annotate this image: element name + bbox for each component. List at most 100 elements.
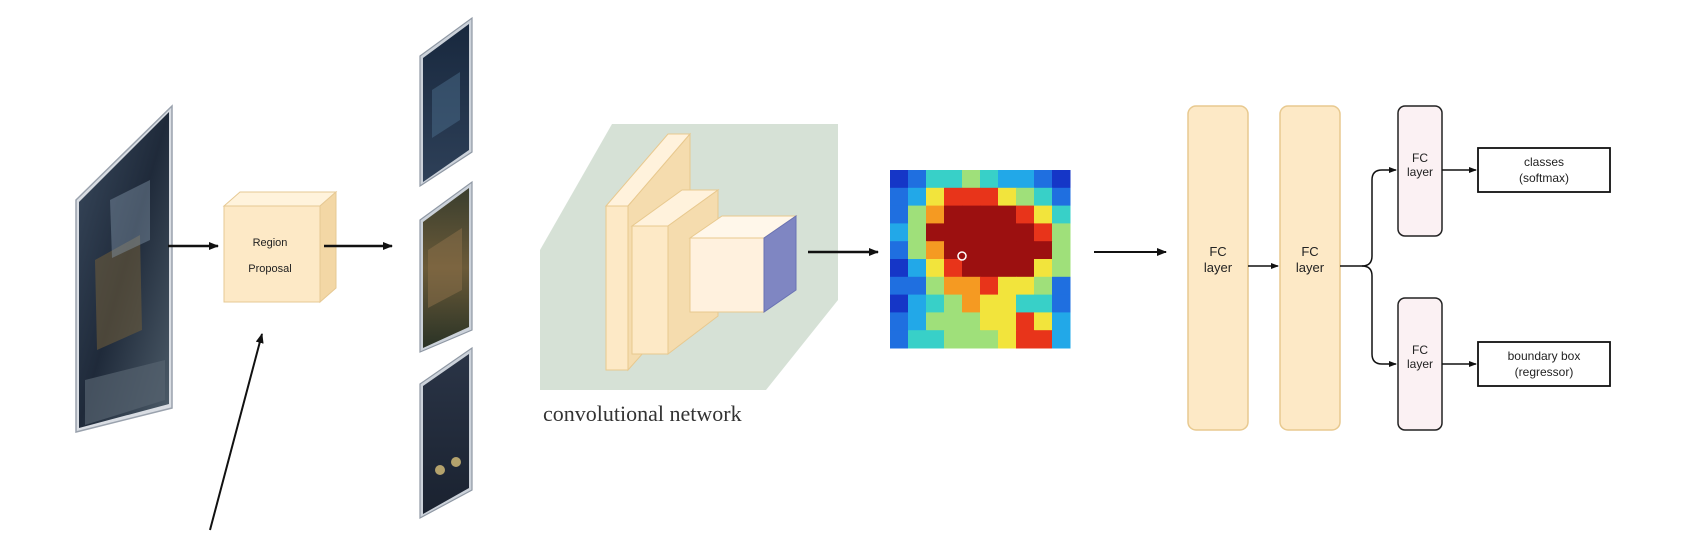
region-crop-3 bbox=[419, 346, 473, 520]
heatmap-cell bbox=[908, 276, 927, 296]
fc-layer-2-line1: FC bbox=[1301, 244, 1318, 259]
fc-layer-1-line2: layer bbox=[1204, 260, 1233, 275]
heatmap-cell bbox=[908, 205, 927, 224]
fc-layer-2-line2: layer bbox=[1296, 260, 1325, 275]
heatmap-cell bbox=[980, 312, 999, 331]
heatmap-cell bbox=[926, 294, 945, 313]
heatmap-cell bbox=[926, 312, 945, 331]
heatmap-cell bbox=[998, 241, 1017, 260]
classes-label-line1: classes bbox=[1524, 155, 1564, 169]
heatmap-cell bbox=[1052, 259, 1071, 278]
classes-output-box: classes (softmax) bbox=[1477, 147, 1611, 193]
heatmap-cell bbox=[1016, 276, 1035, 296]
heatmap-cell bbox=[1034, 241, 1053, 260]
bbox-label-line2: (regressor) bbox=[1515, 365, 1574, 379]
heatmap-cell bbox=[1052, 312, 1071, 331]
heatmap-cell bbox=[944, 187, 963, 207]
heatmap-cell bbox=[908, 187, 927, 207]
region-crop-1 bbox=[419, 16, 473, 188]
heatmap-cell bbox=[1052, 223, 1071, 242]
heatmap-cell bbox=[1034, 330, 1053, 349]
heatmap-cell bbox=[926, 259, 945, 278]
heatmap-cell bbox=[1052, 330, 1071, 349]
heatmap-cell bbox=[944, 276, 963, 296]
fc-layer-2: FC layer bbox=[1279, 105, 1341, 431]
heatmap-cell bbox=[980, 187, 999, 207]
heatmap-cell bbox=[1034, 187, 1053, 207]
fc-layer-top: FC layer bbox=[1397, 105, 1443, 237]
heatmap-cell bbox=[962, 312, 981, 331]
heatmap-cell bbox=[980, 223, 999, 242]
heatmap-cell bbox=[890, 259, 909, 278]
heatmap-cell bbox=[1016, 170, 1035, 189]
heatmap-cell bbox=[1016, 241, 1035, 260]
heatmap-cell bbox=[962, 205, 981, 224]
heatmap-cell bbox=[1016, 330, 1035, 349]
region-crop-2 bbox=[419, 180, 473, 353]
heatmap-cell bbox=[1016, 259, 1035, 278]
heatmap-cell bbox=[890, 312, 909, 331]
heatmap-cell bbox=[1052, 187, 1071, 207]
heatmap-cell bbox=[1052, 294, 1071, 313]
feature-map-heatmap bbox=[890, 170, 1071, 349]
heatmap-cell bbox=[998, 312, 1017, 331]
heatmap-cell bbox=[926, 241, 945, 260]
heatmap-cell bbox=[908, 170, 927, 189]
heatmap-cell bbox=[926, 187, 945, 207]
heatmap-cell bbox=[998, 259, 1017, 278]
conv-network: convolutional network bbox=[540, 124, 838, 426]
heatmap-cell bbox=[962, 187, 981, 207]
heatmap-cell bbox=[1016, 205, 1035, 224]
heatmap-cell bbox=[908, 259, 927, 278]
fc-layer-1: FC layer bbox=[1187, 105, 1249, 431]
heatmap-cell bbox=[1016, 294, 1035, 313]
branch-to-fc-top bbox=[1340, 167, 1397, 267]
heatmap-cell bbox=[908, 330, 927, 349]
region-proposal-label-line2: Proposal bbox=[248, 263, 291, 275]
region-proposal-label-line1: Region bbox=[253, 237, 288, 249]
heatmap-cell bbox=[1034, 223, 1053, 242]
heatmap-cell bbox=[962, 241, 981, 260]
heatmap-cell bbox=[890, 276, 909, 296]
heatmap-cell bbox=[1052, 276, 1071, 296]
heatmap-cell bbox=[890, 294, 909, 313]
heatmap-cell bbox=[998, 187, 1017, 207]
heatmap-cell bbox=[908, 241, 927, 260]
heatmap-cell bbox=[908, 294, 927, 313]
bbox-output-box: boundary box (regressor) bbox=[1477, 341, 1611, 387]
heatmap-cell bbox=[944, 294, 963, 313]
heatmap-cell bbox=[998, 170, 1017, 189]
heatmap-cell bbox=[944, 223, 963, 242]
heatmap-cell bbox=[1016, 223, 1035, 242]
heatmap-cell bbox=[890, 330, 909, 349]
heatmap-cell bbox=[1034, 170, 1053, 189]
heatmap-cell bbox=[890, 241, 909, 260]
heatmap-cell bbox=[998, 330, 1017, 349]
heatmap-cell bbox=[890, 187, 909, 207]
heatmap-cell bbox=[1016, 312, 1035, 331]
heatmap-cell bbox=[962, 170, 981, 189]
heatmap-cell bbox=[1034, 294, 1053, 313]
heatmap-cell bbox=[890, 223, 909, 242]
heatmap-cell bbox=[908, 312, 927, 331]
heatmap-cell bbox=[980, 259, 999, 278]
heatmap-cell bbox=[980, 276, 999, 296]
heatmap-cell bbox=[926, 330, 945, 349]
heatmap-cell bbox=[980, 205, 999, 224]
heatmap-cell bbox=[908, 223, 927, 242]
fc-layer-top-line1: FC bbox=[1412, 151, 1428, 165]
heatmap-cell bbox=[890, 205, 909, 224]
heatmap-cell bbox=[980, 170, 999, 189]
heatmap-cell bbox=[1052, 205, 1071, 224]
heatmap-cell bbox=[962, 276, 981, 296]
heatmap-cell bbox=[944, 241, 963, 260]
fc-layer-top-line2: layer bbox=[1407, 165, 1433, 179]
heatmap-cell bbox=[944, 259, 963, 278]
heatmap-cell bbox=[1034, 259, 1053, 278]
region-proposal-box: Region Proposal bbox=[222, 190, 338, 304]
pointer-arrow bbox=[209, 333, 264, 531]
branch-to-fc-bottom bbox=[1361, 265, 1397, 367]
heatmap-cell bbox=[980, 330, 999, 349]
input-image bbox=[75, 104, 173, 433]
